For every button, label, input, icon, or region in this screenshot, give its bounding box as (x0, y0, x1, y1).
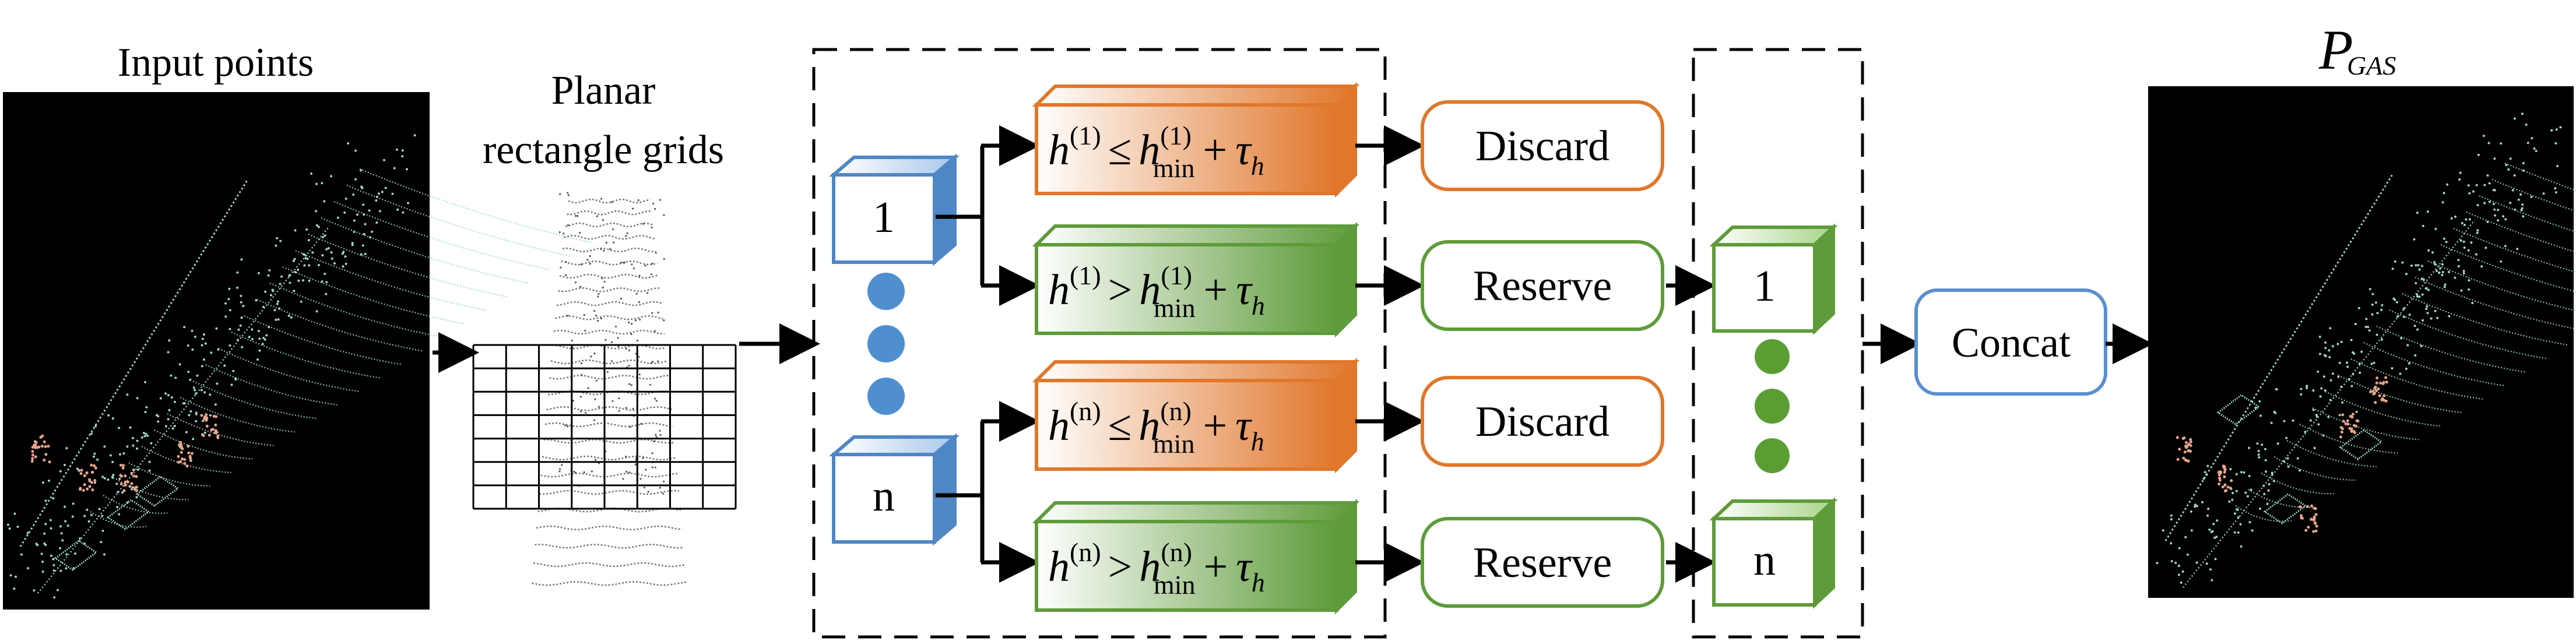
condition-formula: h(1)≤h(1)min+τh (1048, 121, 1264, 183)
condition-formula: h(n)≤h(n)min+τh (1048, 396, 1264, 459)
condition-box-1: h(1)≤h(1)min+τh (1032, 82, 1360, 198)
planar-point-cloud (532, 192, 687, 586)
output-symbol: P (2318, 19, 2353, 81)
input-points-image (3, 92, 430, 610)
fork-connector-1 (936, 146, 985, 286)
cube-input-1-label: 1 (873, 193, 895, 242)
outcome-label: Discard (1475, 122, 1609, 170)
output-subscript: GAS (2347, 51, 2396, 80)
cube-input-n: n (828, 433, 960, 546)
discard-box-3: Discard (1421, 376, 1664, 467)
reserve-box-2: Reserve (1421, 240, 1664, 331)
condition-box-4: h(n)>h(n)min+τh (1032, 498, 1360, 615)
ellipsis-dot (1755, 339, 1790, 374)
outcome-label: Reserve (1473, 262, 1612, 310)
cube-input-1: 1 (828, 153, 960, 266)
cube-output-n-label: n (1753, 536, 1776, 584)
ellipsis-dot (1755, 438, 1790, 473)
outcome-label: Reserve (1473, 539, 1612, 587)
input-points-label: Input points (118, 40, 314, 85)
cube-output-n: n (1709, 497, 1838, 609)
cube-output-1: 1 (1709, 223, 1838, 335)
concat-label: Concat (1952, 319, 2071, 366)
planar-grids-label-line1: Planar (551, 68, 656, 113)
output-point-cloud (2156, 112, 2576, 588)
reserve-box-4: Reserve (1421, 517, 1664, 608)
condition-formula: h(1)>h(1)min+τh (1048, 260, 1265, 323)
rectangle-grid (472, 344, 737, 510)
condition-formula: h(n)>h(n)min+τh (1048, 537, 1265, 600)
output-points-image (2148, 86, 2574, 598)
cube-input-n-label: n (873, 471, 895, 520)
ellipsis-dot (867, 378, 905, 415)
fork-connector-n (936, 421, 985, 562)
planar-grids-label-line2: rectangle grids (483, 128, 724, 172)
output-title: P GAS (2318, 19, 2396, 81)
ellipsis-dot (867, 325, 905, 362)
processing-block (812, 48, 1387, 639)
condition-box-2: h(1)>h(1)min+τh (1032, 221, 1360, 338)
reserved-block (1692, 48, 1864, 639)
ellipsis-dot (867, 273, 905, 310)
condition-box-3: h(n)≤h(n)min+τh (1032, 357, 1360, 474)
outcome-label: Discard (1475, 398, 1609, 446)
condition-boxes: h(1)≤h(1)min+τh h(1)>h(1)min+τh h(n)≤h(n)m… (1032, 82, 1360, 615)
ellipsis-dot (1755, 389, 1790, 424)
discard-box-1: Discard (1421, 100, 1664, 191)
cube-output-1-label: 1 (1753, 262, 1776, 311)
input-point-cloud (6, 134, 592, 599)
